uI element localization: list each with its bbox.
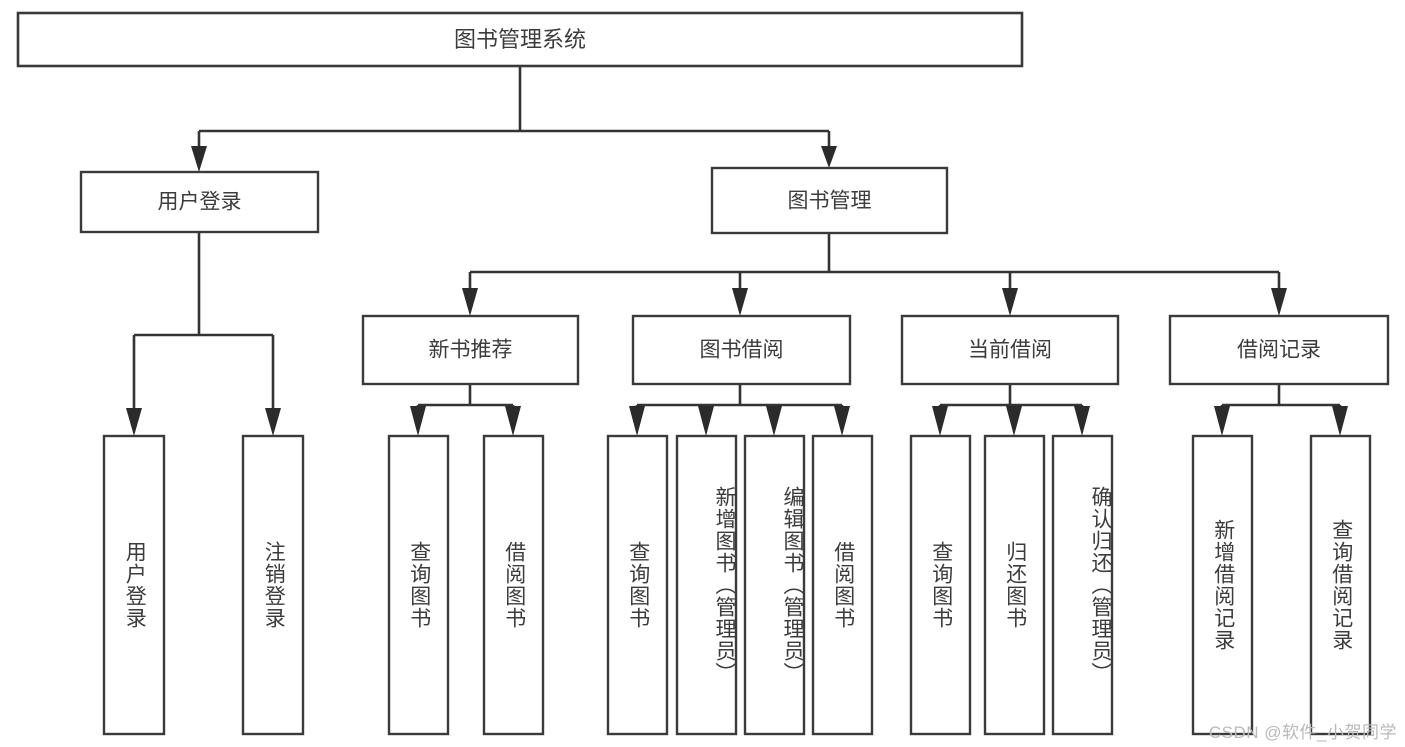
- node-label-borrow-record: 借阅记录: [1237, 339, 1321, 362]
- node-label-root: 图书管理系统: [454, 27, 586, 52]
- node-box-leaf-bookborrow-1[interactable]: [606, 434, 669, 736]
- node-box-leaf-borrowrecord-1[interactable]: [1191, 434, 1254, 736]
- arrow-icon-borrowrecord-leaf2: [1332, 406, 1348, 436]
- node-box-leaf-newbook-2[interactable]: [482, 434, 545, 736]
- arrow-icon-currentborrow-leaf2: [1006, 406, 1022, 436]
- watermark-text: CSDN @软件_小贺同学: [1208, 723, 1397, 742]
- node-box-book-borrow[interactable]: [631, 314, 852, 386]
- arrow-icon-new-book: [462, 288, 478, 316]
- node-label-new-book: 新书推荐: [429, 339, 513, 362]
- node-box-current-borrow[interactable]: [900, 314, 1120, 386]
- node-box-leaf-login-1[interactable]: [102, 434, 166, 736]
- node-label-user-login: 用户登录: [158, 191, 242, 214]
- arrow-icon-bookborrow-leaf1: [629, 406, 645, 436]
- node-box-leaf-currentborrow-3[interactable]: [1051, 434, 1114, 736]
- arrow-icon-bookborrow-leaf2: [698, 406, 714, 436]
- arrow-icon-login-leaf2: [265, 408, 281, 436]
- node-box-leaf-newbook-1[interactable]: [387, 434, 450, 736]
- node-box-leaf-currentborrow-2[interactable]: [983, 434, 1046, 736]
- node-box-new-book[interactable]: [361, 314, 580, 386]
- node-box-leaf-login-2[interactable]: [241, 434, 305, 736]
- node-box-leaf-currentborrow-1[interactable]: [909, 434, 972, 736]
- arrow-icon-book-borrow: [732, 288, 748, 316]
- arrow-icon-bookborrow-leaf3: [766, 406, 782, 436]
- node-layer: 图书管理系统 用户登录 图书管理 新书推荐 图书借阅 当前借阅 借阅记录: [16, 11, 1390, 736]
- arrow-icon-newbook-leaf2: [505, 406, 521, 436]
- arrow-icon-borrow-record: [1271, 288, 1287, 316]
- node-box-borrow-record[interactable]: [1168, 314, 1390, 386]
- arrow-icon-user-login: [191, 146, 207, 172]
- node-box-leaf-bookborrow-3[interactable]: [743, 434, 806, 736]
- node-label-current-borrow: 当前借阅: [968, 339, 1052, 362]
- arrow-icon-borrowrecord-leaf1: [1214, 406, 1230, 436]
- arrow-icon-bookborrow-leaf4: [834, 406, 850, 436]
- arrow-icon-book-manage: [821, 146, 837, 168]
- node-box-root[interactable]: [16, 11, 1024, 68]
- node-label-book-borrow: 图书借阅: [700, 339, 784, 362]
- node-box-leaf-borrowrecord-2[interactable]: [1309, 434, 1372, 736]
- arrow-icon-login-leaf1: [126, 408, 142, 436]
- arrow-icon-current-borrow: [1002, 288, 1018, 316]
- arrow-icon-currentborrow-leaf1: [932, 406, 948, 436]
- node-box-book-manage[interactable]: [710, 166, 949, 235]
- arrowhead-layer: [126, 146, 1348, 436]
- arrow-icon-currentborrow-leaf3: [1074, 406, 1090, 436]
- node-label-book-manage: 图书管理: [788, 190, 872, 213]
- node-box-leaf-bookborrow-2[interactable]: [675, 434, 738, 736]
- arrow-icon-newbook-leaf1: [410, 406, 426, 436]
- node-box-user-login[interactable]: [79, 170, 320, 234]
- node-box-leaf-bookborrow-4[interactable]: [811, 434, 874, 736]
